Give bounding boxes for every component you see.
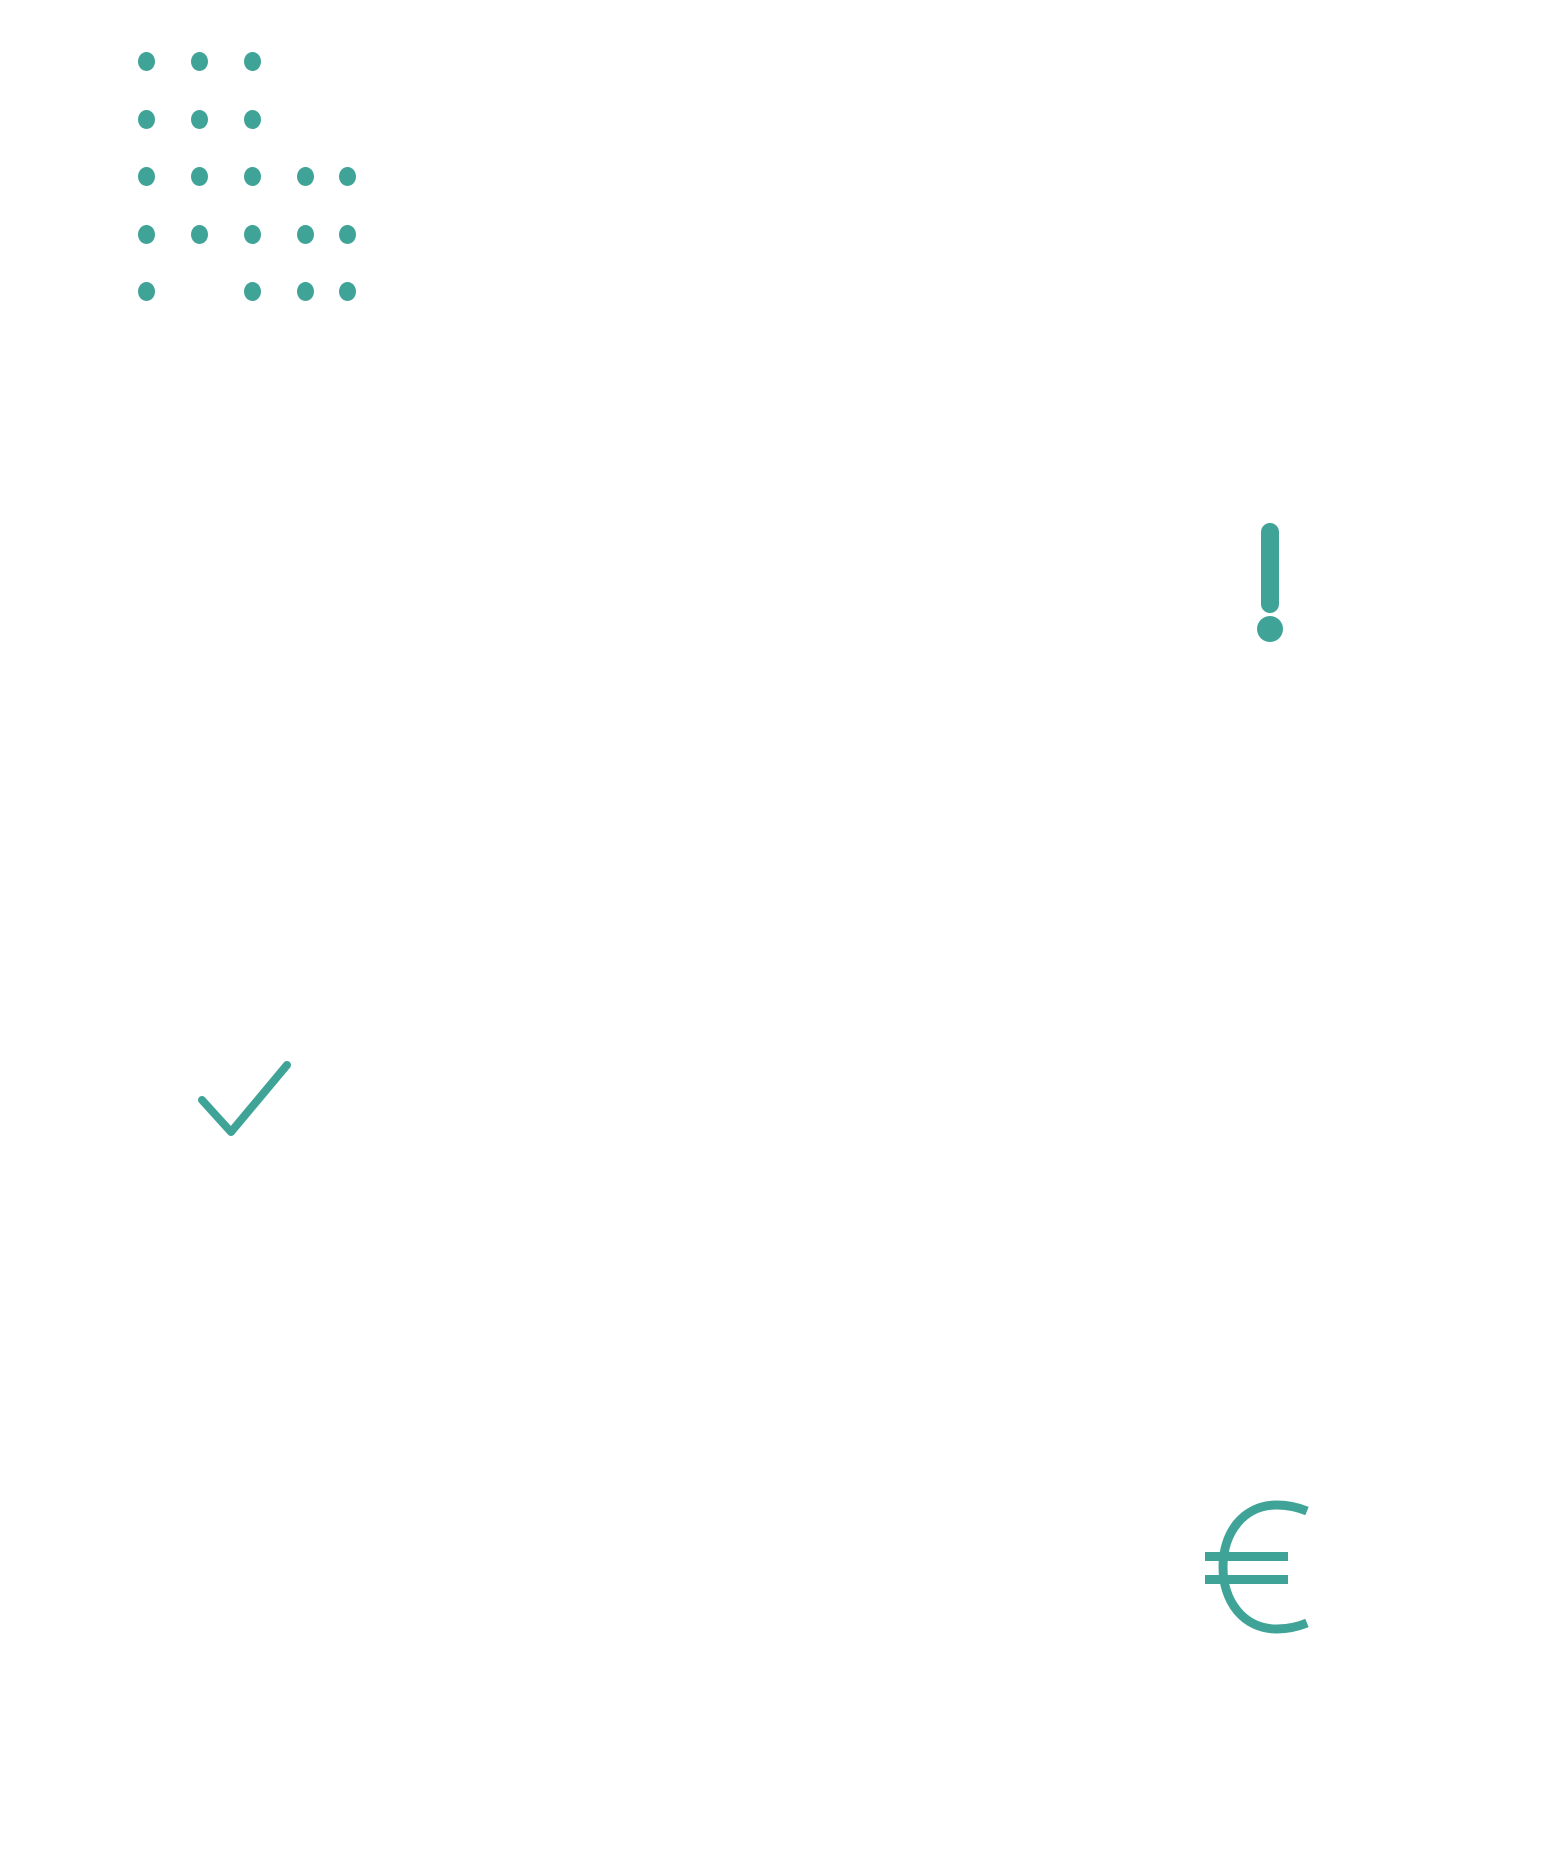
check-mark bbox=[198, 1061, 291, 1136]
grid-dot bbox=[339, 225, 356, 244]
grid-dot bbox=[244, 225, 261, 244]
grid-dot bbox=[297, 167, 314, 186]
euro-top-bar bbox=[1205, 1552, 1288, 1561]
check-icon bbox=[190, 1050, 310, 1140]
euro-curve bbox=[1218, 1500, 1309, 1634]
grid-dot bbox=[191, 225, 208, 244]
grid-dot bbox=[244, 52, 261, 71]
grid-dot bbox=[244, 110, 261, 129]
euro-bottom-bar bbox=[1205, 1575, 1288, 1584]
grid-dot bbox=[244, 167, 261, 186]
exclamation-bar bbox=[1261, 523, 1279, 613]
exclamation-point bbox=[1257, 616, 1283, 642]
dot-grid-pattern bbox=[130, 42, 370, 312]
grid-dot bbox=[138, 225, 155, 244]
grid-dot bbox=[138, 52, 155, 71]
grid-dot bbox=[339, 282, 356, 301]
grid-dot bbox=[138, 282, 155, 301]
grid-dot bbox=[138, 110, 155, 129]
exclamation-icon bbox=[1240, 520, 1300, 650]
grid-dot bbox=[297, 225, 314, 244]
grid-dot bbox=[138, 167, 155, 186]
grid-dot bbox=[339, 167, 356, 186]
grid-dot bbox=[297, 282, 314, 301]
grid-dot bbox=[191, 110, 208, 129]
grid-dot bbox=[191, 52, 208, 71]
euro-icon bbox=[1205, 1495, 1325, 1640]
grid-dot bbox=[244, 282, 261, 301]
grid-dot bbox=[191, 167, 208, 186]
